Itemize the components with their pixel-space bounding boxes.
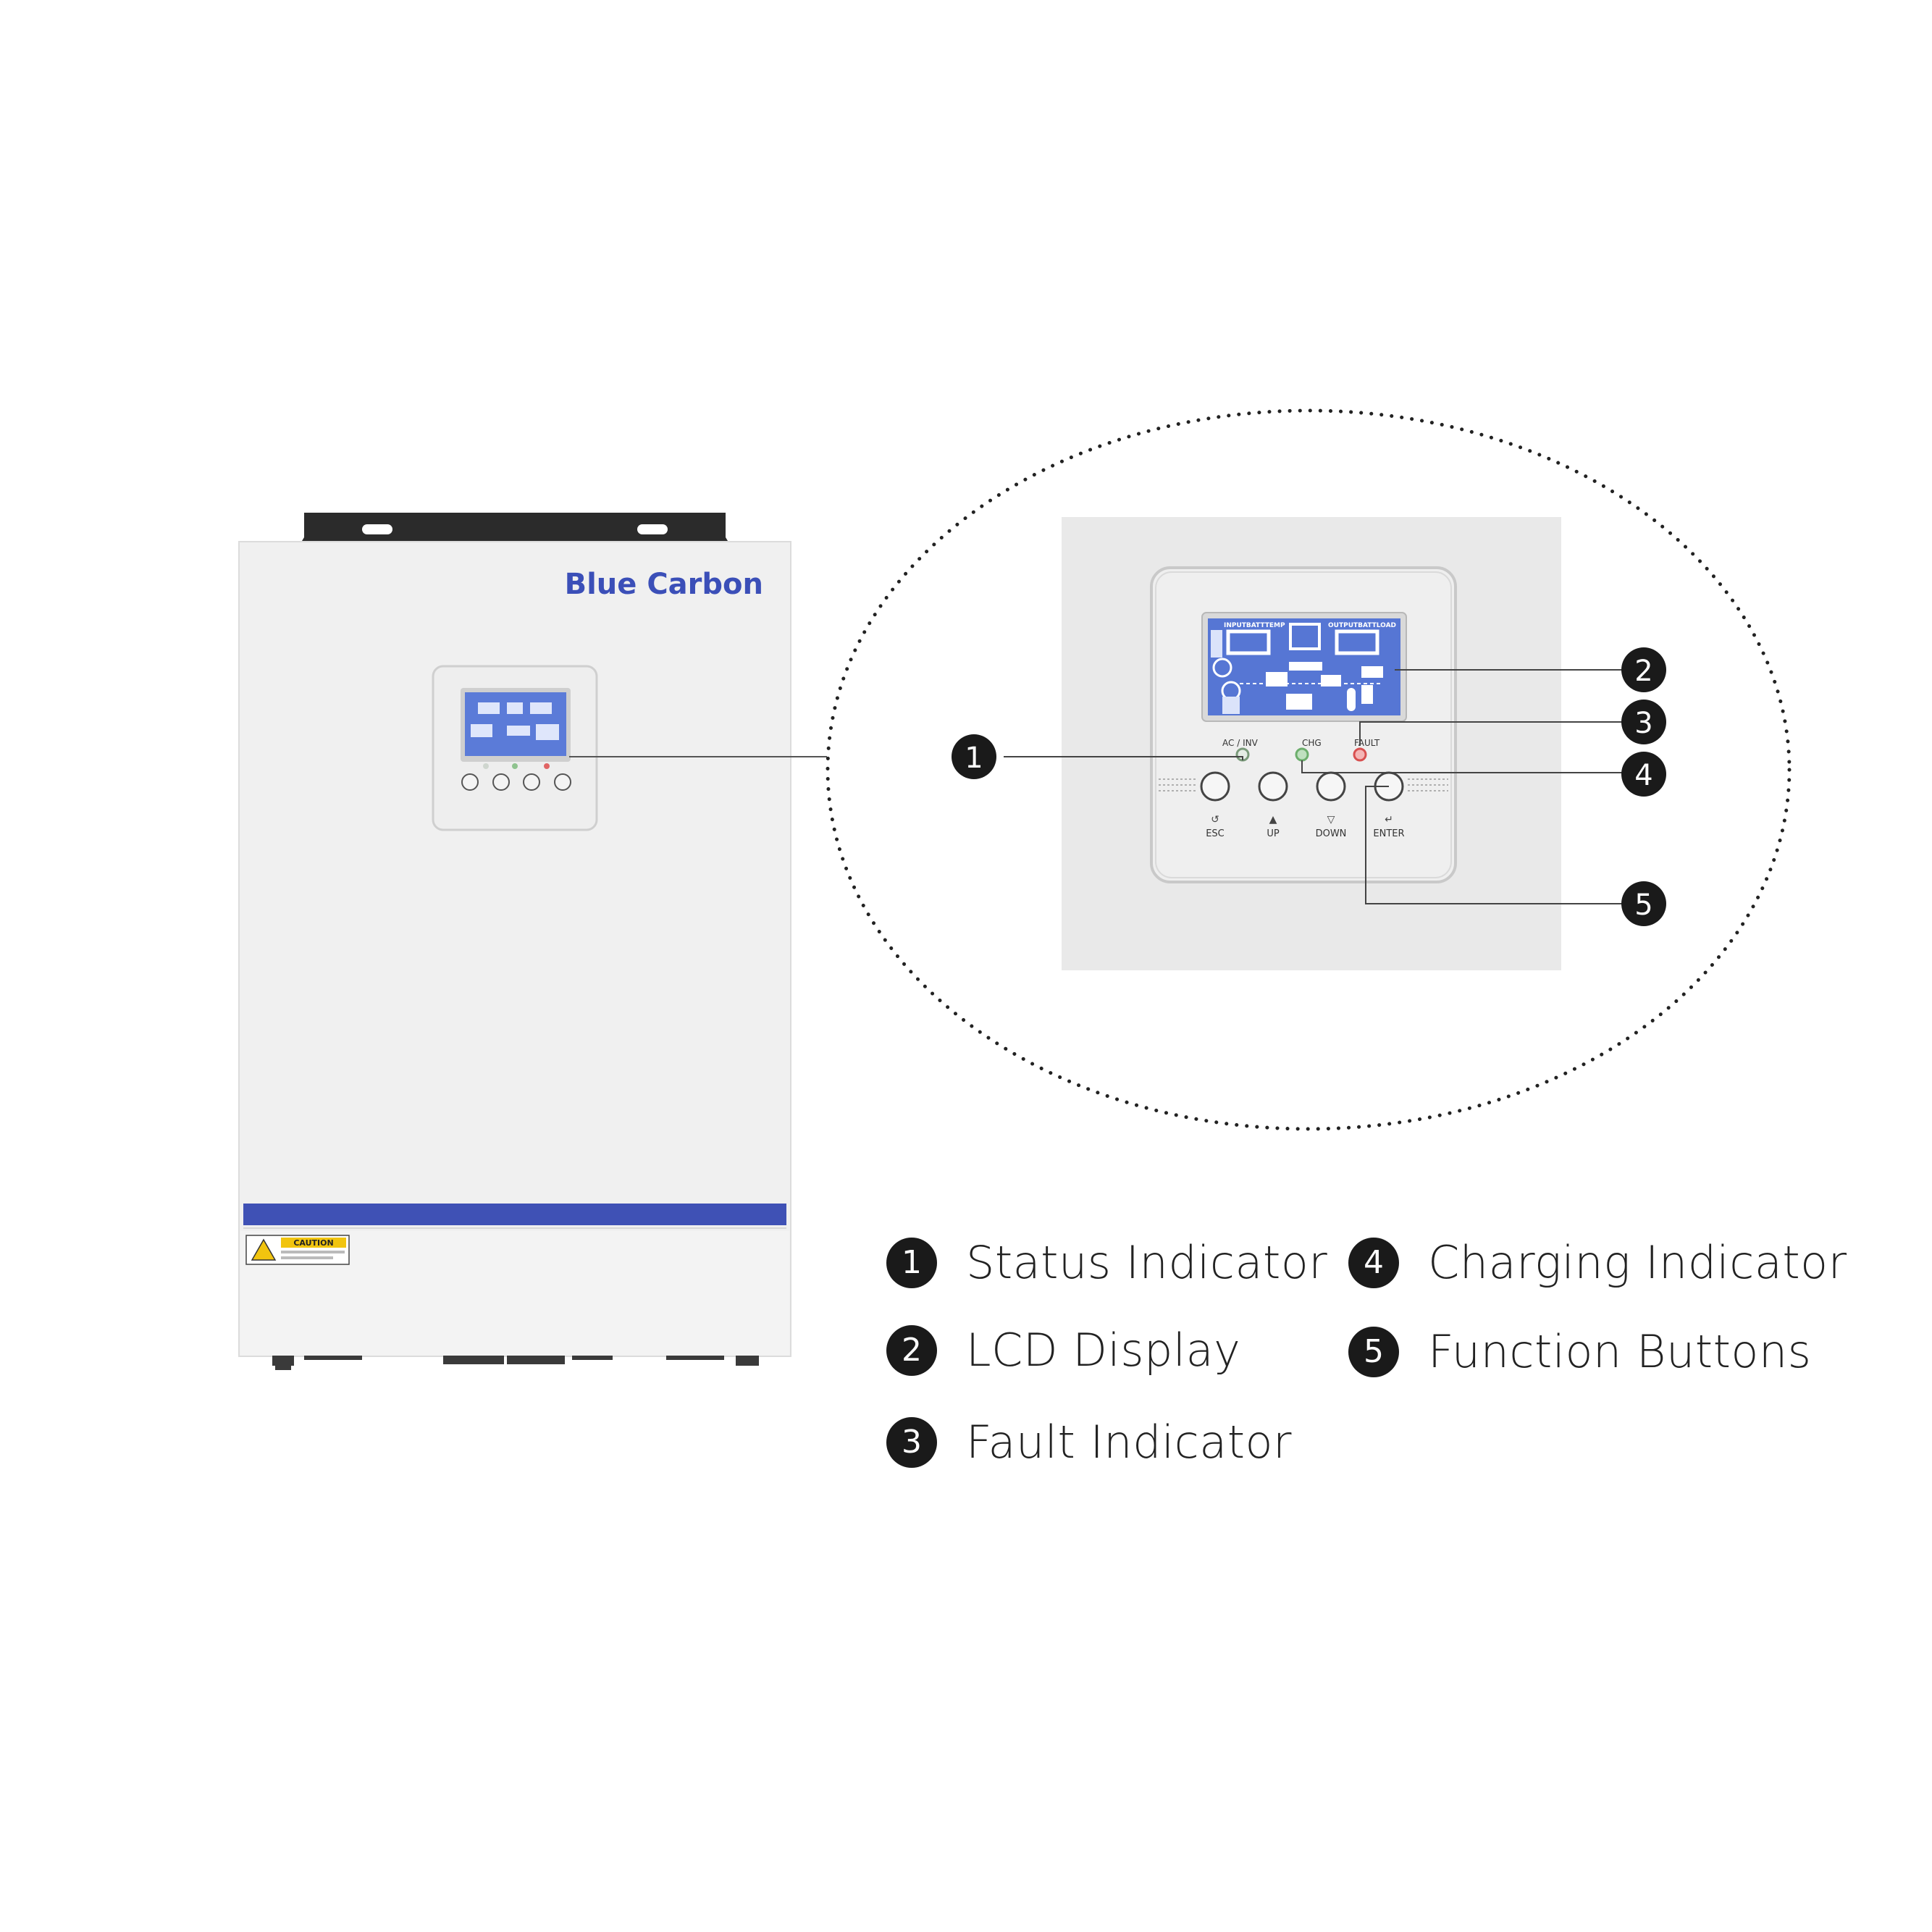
indicator-label-chg: CHG [1302,738,1322,748]
legend-label: Charging Indicator [1428,1236,1847,1289]
down-arrow-icon: ▽ [1327,814,1335,826]
svg-text:5: 5 [1634,889,1652,922]
device-led-fault [544,763,550,769]
svg-text:4: 4 [1634,759,1652,792]
caution-text: CAUTION [293,1238,333,1248]
caution-label: CAUTION [245,1235,350,1265]
device-led-chg [512,763,518,769]
callout-marker-4: 4 [1621,752,1666,797]
legend-item-lcd: 2 LCD Display [886,1324,1240,1377]
zoom-ellipse [826,408,1792,1131]
callout-marker-1: 1 [952,734,996,779]
bottom-connectors [272,1356,759,1370]
legend-label: Function Buttons [1428,1325,1812,1378]
device-control-panel [432,665,598,831]
legend-number: 5 [1348,1326,1399,1377]
button-label-enter: ENTER [1373,828,1404,839]
fault-led [1353,747,1367,762]
zoomed-panel: INPUTBATTTEMP OUTPUTBATTLOAD AC / INV CH… [1062,517,1561,970]
legend-number: 3 [886,1416,937,1468]
callout-line-5 [1365,786,1629,904]
bracket-slot-right [637,524,668,534]
enter-arrow-icon: ↵ [1385,814,1393,826]
device-button-up[interactable] [492,773,510,791]
callout-line-1 [1004,756,1243,760]
callout-line-3 [1359,721,1629,746]
callout-lines [1004,669,1629,904]
legend-number: 1 [886,1237,937,1288]
device-accent-stripe [243,1204,786,1225]
device-button-esc[interactable] [461,773,479,791]
legend-label: Fault Indicator [966,1416,1292,1469]
svg-text:1: 1 [965,742,983,775]
lcd-label-output: OUTPUTBATTLOAD [1328,622,1396,629]
warning-icon [251,1238,277,1261]
bracket-slot-left [362,524,392,534]
speaker-grille-left [1159,778,1198,791]
legend-label: Status Indicator [966,1236,1328,1289]
charging-led [1295,747,1309,762]
up-arrow-icon: ▲ [1269,814,1277,826]
button-label-esc: ESC [1206,828,1225,839]
legend-item-charging: 4 Charging Indicator [1348,1236,1847,1289]
callout-line-4 [1301,760,1629,773]
legend-item-status: 1 Status Indicator [886,1236,1327,1289]
lcd-segments: INPUTBATTTEMP OUTPUTBATTLOAD [1211,622,1396,714]
svg-text:2: 2 [1634,655,1652,688]
button-label-down: DOWN [1316,828,1347,839]
legend-item-buttons: 5 Function Buttons [1348,1325,1811,1378]
callout-markers: 1 2 3 4 5 [952,647,1666,926]
esc-button[interactable] [1200,771,1230,802]
device-button-enter[interactable] [554,773,571,791]
legend-number: 4 [1348,1237,1399,1288]
refresh-icon: ↺ [1211,814,1219,826]
down-button[interactable] [1316,771,1346,802]
mounting-bracket [300,513,730,545]
legend-item-fault: 3 Fault Indicator [886,1416,1292,1469]
callout-marker-5: 5 [1621,881,1666,926]
brand-logo: Blue Carbon [565,568,763,601]
callout-marker-3: 3 [1621,700,1666,744]
button-label-up: UP [1267,828,1280,839]
indicator-label-fault: FAULT [1354,738,1380,748]
device-button-down[interactable] [523,773,540,791]
lcd-label-input: INPUTBATTTEMP [1224,622,1285,629]
legend-number: 2 [886,1324,937,1376]
indicator-label-ac: AC / INV [1222,738,1259,748]
svg-text:3: 3 [1634,707,1652,740]
device-led-ac [483,763,489,769]
callout-marker-2: 2 [1621,647,1666,692]
inverter-device: Blue Carbon CAUTIO [238,513,791,1370]
legend-label: LCD Display [966,1324,1241,1377]
up-button[interactable] [1258,771,1288,802]
